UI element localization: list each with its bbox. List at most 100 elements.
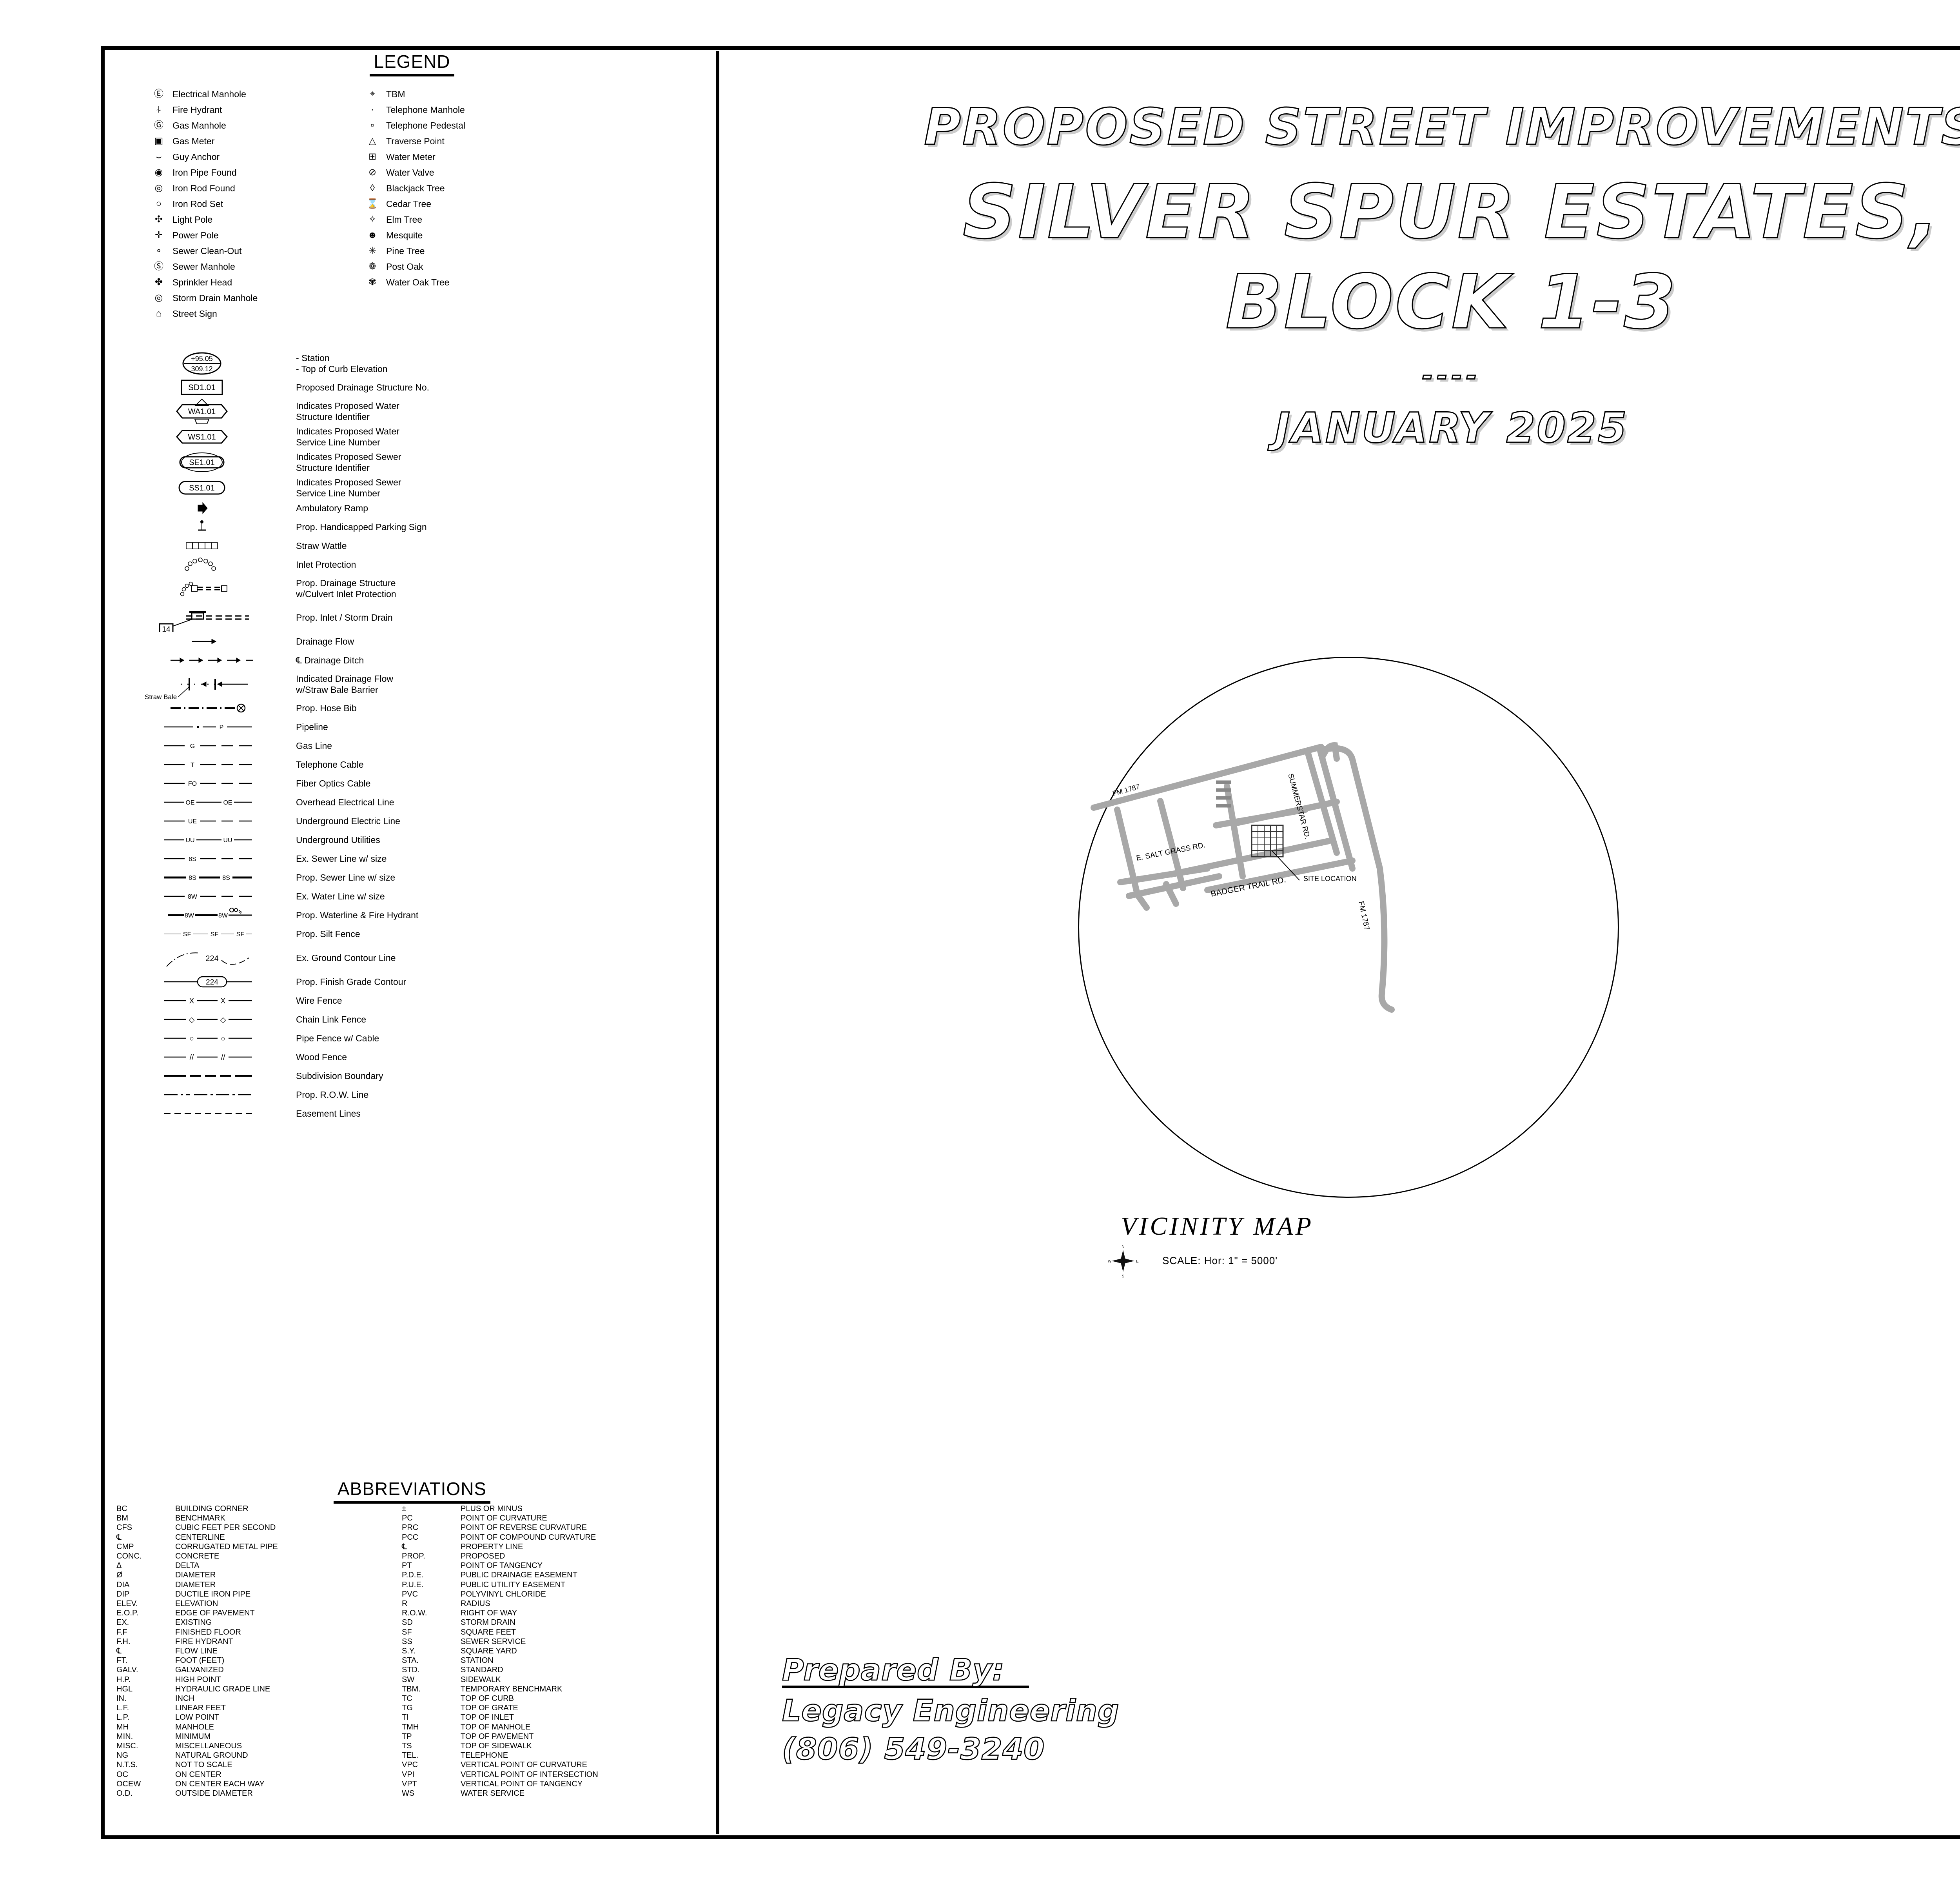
abbreviation-row: STA.STATION [402,1656,598,1665]
legend-entry-label: Iron Rod Found [172,183,235,193]
abbreviation-value: CORRUGATED METAL PIPE [175,1542,278,1551]
abbreviation-key: Ø [116,1571,123,1580]
abbreviations-title: ABBREVIATIONS [108,1478,716,1504]
svg-text:8W: 8W [218,912,228,919]
iron-rod-found-icon: ◎ [154,183,163,193]
abbreviation-row: E.O.P.EDGE OF PAVEMENT [116,1608,278,1618]
abbreviation-key: EX. [116,1618,129,1627]
gas-manhole-icon: Ⓖ [154,120,163,131]
prepared-by-phone: (806) 549-3240 [782,1731,1045,1767]
legend-entry: ∘Sewer Clean-Out [145,243,258,259]
legend-entry-label: TBM [386,89,405,99]
street-sign-icon: ⌂ [156,308,162,319]
abbreviation-value: STANDARD [461,1666,503,1675]
abbreviation-key: FT. [116,1656,127,1665]
abbreviation-value: WATER SERVICE [461,1789,524,1798]
sewer-manhole-icon: Ⓢ [154,261,163,272]
guy-anchor-icon: ⌣ [156,151,162,162]
svg-text:SF: SF [183,931,191,938]
legend-symbol-graphic [108,1086,296,1103]
abbreviation-value: DIAMETER [175,1580,216,1589]
svg-text:P: P [220,724,224,731]
legend-entry-label: Sewer Manhole [172,261,235,272]
abbreviation-row: STD.STANDARD [402,1665,598,1675]
abbreviation-key: TG [402,1704,413,1713]
legend-entry-label: Cedar Tree [386,198,432,209]
abbreviation-value: POLYVINYL CHLORIDE [461,1590,546,1599]
legend-entry: ⍭ Fire Hydrant [145,102,258,118]
abbreviation-key: P.U.E. [402,1580,424,1589]
prop-row-line-symbol: Prop. R.O.W. Line [108,1085,716,1104]
fire-hydrant-icon: ⍭ [156,104,162,115]
abbreviation-value: TOP OF SIDEWALK [461,1742,532,1751]
cedar-tree-icon: ⌛ [367,198,378,209]
abbreviation-key: R.O.W. [402,1609,427,1618]
legend-symbol-graphic [108,574,296,603]
legend-symbol-label: Prop. Sewer Line w/ size [296,872,396,883]
abbreviation-value: DELTA [175,1561,200,1570]
abbreviation-row: FT.FOOT (FEET) [116,1656,278,1665]
abbreviation-value: MISCELLANEOUS [175,1742,242,1751]
abbreviation-key: OC [116,1770,128,1779]
abbreviation-value: HIGH POINT [175,1675,221,1684]
svg-text:FO: FO [188,781,197,787]
legend-entry-label: Elm Tree [386,214,423,225]
legend-entry-label: Fire Hydrant [172,104,222,115]
legend-symbol-graphic: G [108,737,296,754]
svg-text:N: N [1122,1245,1124,1249]
inlet-protection-symbol: Inlet Protection [108,555,716,574]
abbreviation-value: POINT OF COMPOUND CURVATURE [461,1533,596,1542]
legend-symbol-label: Ex. Ground Contour Line [296,953,396,963]
legend-symbol-graphic: 224 [108,973,296,990]
abbreviation-key: PCC [402,1533,419,1542]
vicinity-map-circle [1078,657,1619,1198]
abbreviation-key: VPT [402,1779,417,1788]
svg-text:○: ○ [189,1035,194,1043]
abbreviation-key: DIA [116,1580,130,1589]
abbreviation-key: VPI [402,1770,415,1779]
legend-symbol-label: Gas Line [296,741,332,751]
svg-text:WA1.01: WA1.01 [188,407,216,416]
legend-symbol-label: Fiber Optics Cable [296,778,371,789]
legend-symbol-label: Pipeline [296,722,328,732]
abbreviation-key: TMH [402,1722,419,1731]
abbreviation-key: TP [402,1732,412,1741]
legend-symbol-graphic: //// [108,1048,296,1066]
abbreviation-key: CFS [116,1523,132,1532]
abbreviation-value: BUILDING CORNER [175,1504,249,1513]
abbreviation-value: FINISHED FLOOR [175,1628,241,1637]
legend-symbol-graphic [108,518,296,536]
legend-symbol-label: Prop. Waterline & Fire Hydrant [296,910,419,921]
abbreviation-value: VERTICAL POINT OF INTERSECTION [461,1770,598,1779]
abbreviation-row: PCC POINT OF COMPOUND CURVATURE [402,1533,598,1542]
legend-symbol-graphic: UE [108,812,296,830]
legend-entry: ◊Blackjack Tree [359,180,465,196]
compass-rose-icon: N S W E [1108,1245,1139,1278]
abbreviation-row: P.U.E.PUBLIC UTILITY EASEMENT [402,1580,598,1590]
svg-text:OE: OE [185,799,194,806]
abbreviation-value: HYDRAULIC GRADE LINE [175,1684,270,1693]
legend-entry: ▫Telephone Pedestal [359,118,465,133]
legend-symbol-graphic [108,500,296,517]
svg-text://: // [190,1054,194,1062]
abbreviation-key: ± [402,1504,406,1513]
legend-title: LEGEND [108,51,716,76]
legend-entry: ✳Pine Tree [359,243,465,259]
abbreviation-key: TC [402,1694,412,1703]
